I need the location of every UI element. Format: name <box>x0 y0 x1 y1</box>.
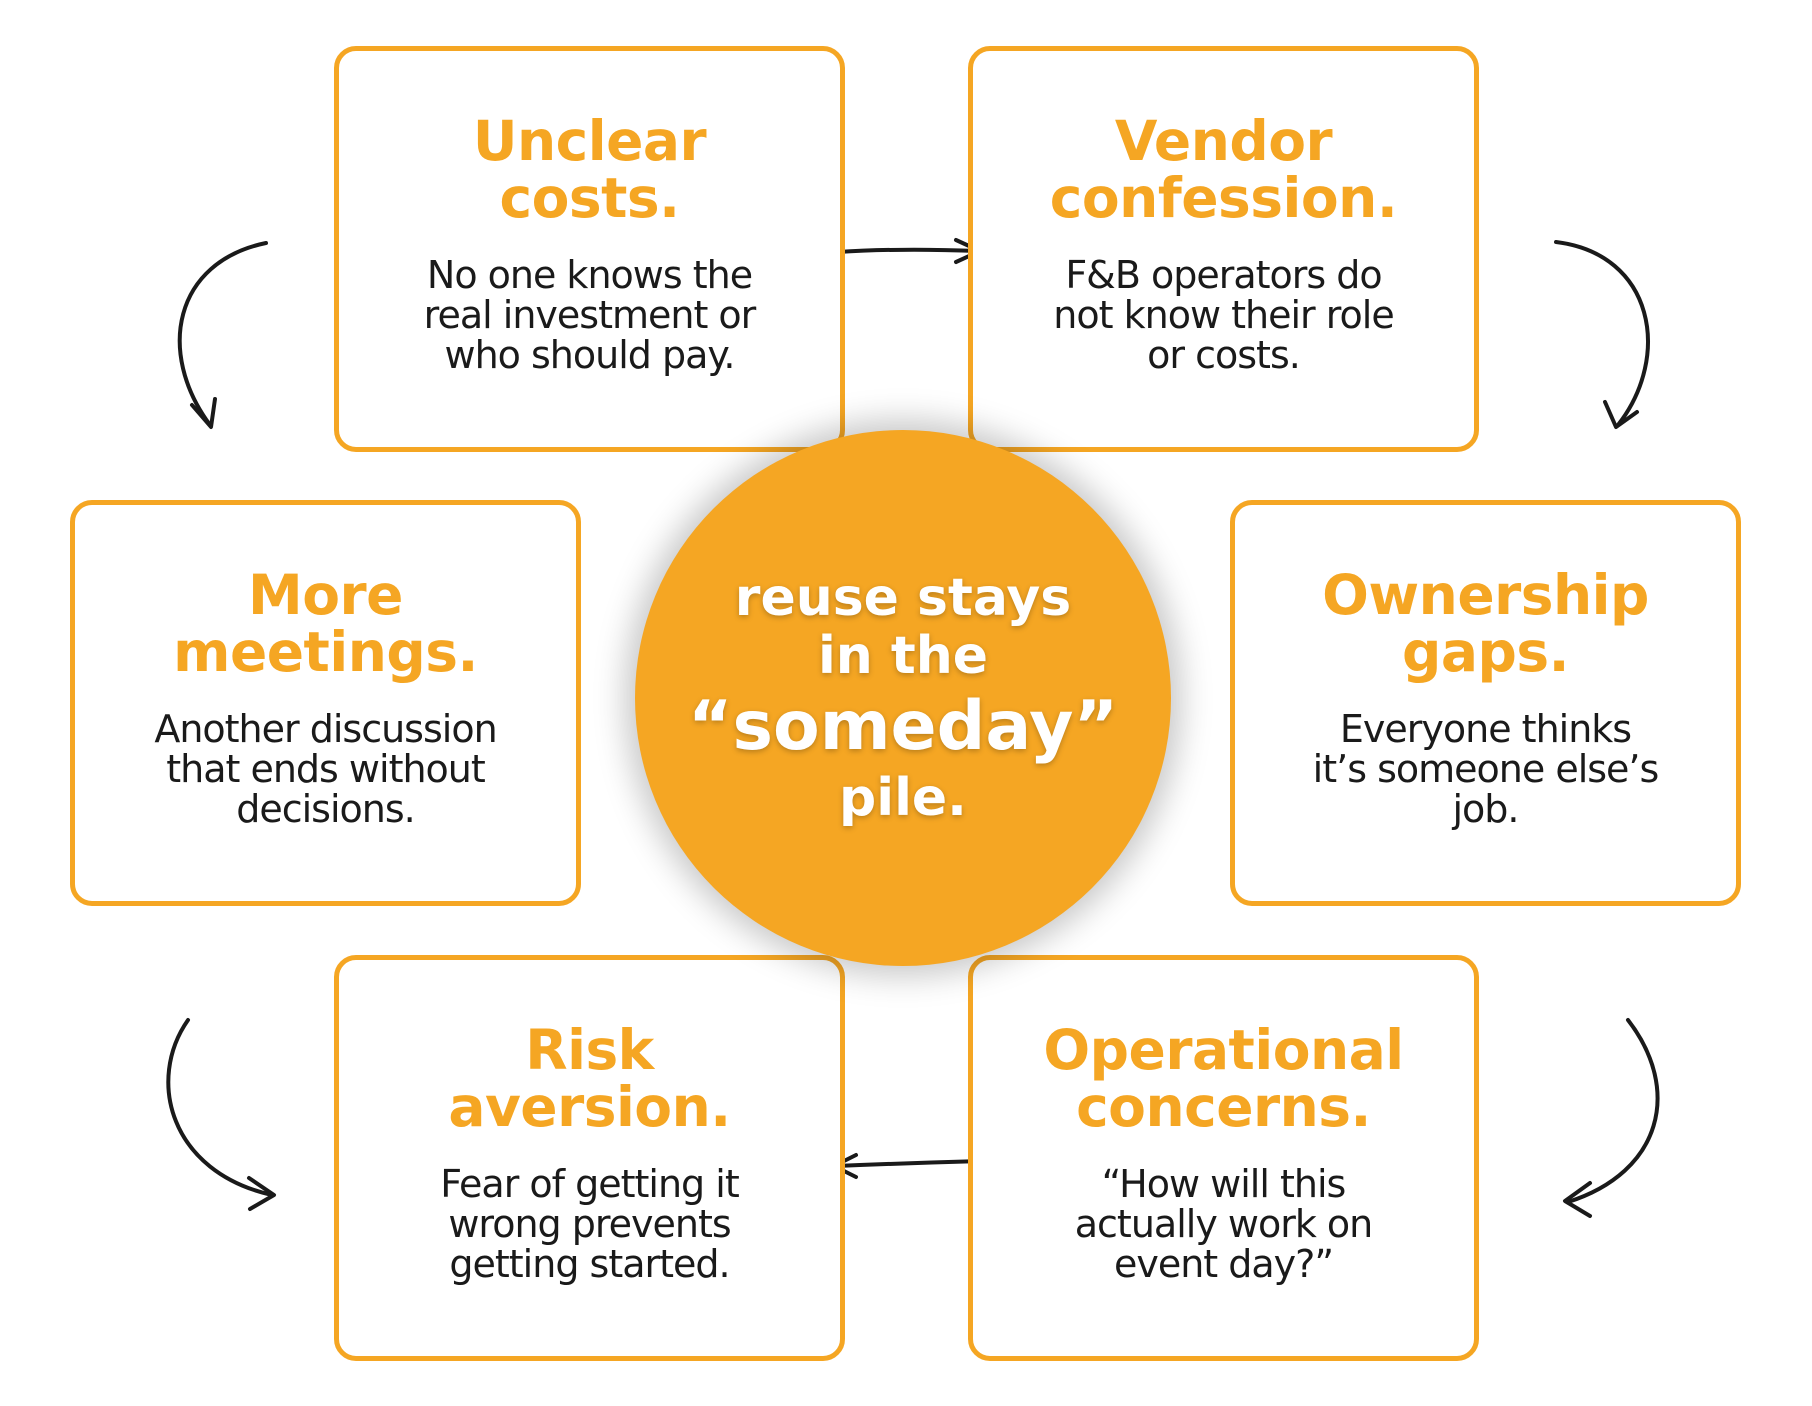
box-description-line: real investment or <box>423 293 757 337</box>
arrow-left-icon <box>832 1153 984 1179</box>
center-text-emphasis: “someday” <box>687 687 1119 766</box>
box-description-line: Another discussion <box>154 707 497 751</box>
box-description: F&B operators do not know their role or … <box>973 255 1474 375</box>
box-title: Operational concerns. <box>973 1022 1474 1136</box>
curved-arrow-icon <box>1563 1018 1660 1218</box>
box-title-line: Risk <box>525 1018 654 1082</box>
box-vendor-confession: Vendor confession. F&B operators do not … <box>968 46 1479 452</box>
center-text-line: in the <box>817 626 989 686</box>
box-description-line: that ends without <box>166 747 486 791</box>
box-unclear-costs: Unclear costs. No one knows the real inv… <box>334 46 845 452</box>
box-description: No one knows the real investment or who … <box>339 255 840 375</box>
box-description-line: F&B operators do <box>1065 253 1382 297</box>
box-description-line: it’s someone else’s <box>1312 747 1660 791</box>
arrow-right-icon <box>836 238 982 264</box>
box-description-line: getting started. <box>449 1242 730 1286</box>
box-operational-concerns: Operational concerns. “How will this act… <box>968 955 1479 1361</box>
box-description: Everyone thinks it’s someone else’s job. <box>1235 709 1736 829</box>
center-circle: reuse stays in the “someday” pile. <box>635 430 1171 966</box>
box-title: More meetings. <box>75 567 576 681</box>
box-description-line: job. <box>1452 787 1519 831</box>
box-description-line: Everyone thinks <box>1339 707 1632 751</box>
box-more-meetings: More meetings. Another discussion that e… <box>70 500 581 906</box>
box-description-line: decisions. <box>236 787 416 831</box>
box-title-line: costs. <box>499 166 680 230</box>
box-description-line: wrong prevents <box>448 1202 731 1246</box>
curved-arrow-icon <box>177 241 268 429</box>
box-description-line: not know their role <box>1053 293 1394 337</box>
box-title: Unclear costs. <box>339 113 840 227</box>
curved-arrow-icon <box>166 1018 276 1211</box>
box-ownership-gaps: Ownership gaps. Everyone thinks it’s som… <box>1230 500 1741 906</box>
curved-arrow-icon <box>1554 240 1650 429</box>
box-title-line: Operational <box>1043 1018 1404 1082</box>
box-title-line: confession. <box>1049 166 1398 230</box>
box-description: Fear of getting it wrong prevents gettin… <box>339 1164 840 1284</box>
box-title-line: Vendor <box>1114 109 1333 173</box>
center-text-line: reuse stays <box>734 568 1072 628</box>
box-description-line: “How will this <box>1101 1162 1347 1206</box>
box-risk-aversion: Risk aversion. Fear of getting it wrong … <box>334 955 845 1361</box>
box-title-line: Unclear <box>472 109 707 173</box>
box-title-line: More <box>248 563 403 627</box>
box-description-line: or costs. <box>1147 333 1301 377</box>
box-title-line: gaps. <box>1402 620 1570 684</box>
box-description-line: No one knows the <box>426 253 753 297</box>
box-title-line: concerns. <box>1076 1075 1371 1139</box>
box-title: Ownership gaps. <box>1235 567 1736 681</box>
box-title-line: aversion. <box>448 1075 731 1139</box>
box-title-line: Ownership <box>1322 563 1649 627</box>
center-text-line: pile. <box>839 768 967 828</box>
box-title-line: meetings. <box>173 620 478 684</box>
box-description: “How will this actually work on event da… <box>973 1164 1474 1284</box>
box-title: Risk aversion. <box>339 1022 840 1136</box>
box-description-line: who should pay. <box>444 333 735 377</box>
box-title: Vendor confession. <box>973 113 1474 227</box>
box-description-line: event day?” <box>1113 1242 1334 1286</box>
box-description-line: Fear of getting it <box>440 1162 739 1206</box>
box-description: Another discussion that ends without dec… <box>75 709 576 829</box>
box-description-line: actually work on <box>1074 1202 1374 1246</box>
